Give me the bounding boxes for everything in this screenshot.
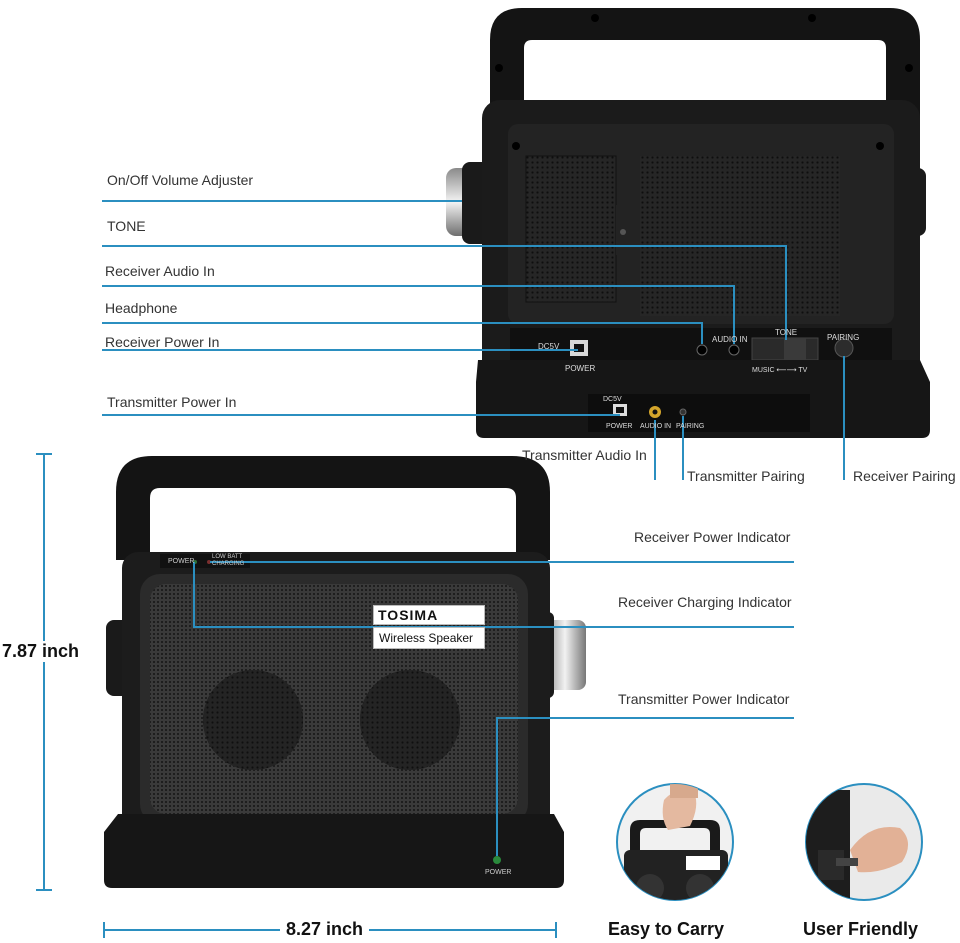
back-power-label: POWER bbox=[565, 364, 596, 373]
width-dimension-label: 8.27 inch bbox=[280, 919, 370, 940]
front-power-label: POWER bbox=[168, 558, 195, 565]
callout-headphone: Headphone bbox=[105, 300, 178, 316]
front-charging-label: CHARGING bbox=[212, 561, 245, 567]
back-audio-in-label: AUDIO IN bbox=[712, 335, 748, 344]
front-view-speaker bbox=[104, 456, 586, 888]
back-view-speaker bbox=[446, 8, 930, 438]
user-friendly-caption: User Friendly bbox=[803, 919, 919, 939]
back-pairing-label: PAIRING bbox=[827, 333, 860, 342]
callout-receiver-power-in: Receiver Power In bbox=[105, 334, 220, 350]
easy-to-carry-caption: Easy to Carry bbox=[608, 919, 725, 939]
back-tone-label: TONE bbox=[775, 328, 798, 337]
base-dc5v-label: DC5V bbox=[603, 396, 622, 403]
easy-carry-photo bbox=[616, 783, 734, 901]
base-audio-in-label: AUDIO IN bbox=[640, 423, 672, 430]
callout-receiver-audio-in: Receiver Audio In bbox=[105, 263, 215, 279]
brand-logo: TOSIMA bbox=[373, 605, 485, 625]
callout-receiver-power-indicator: Receiver Power Indicator bbox=[634, 529, 791, 545]
front-lowbatt-label: LOW BATT bbox=[212, 554, 243, 560]
callout-transmitter-power-indicator: Transmitter Power Indicator bbox=[618, 691, 790, 707]
base-power-label: POWER bbox=[606, 423, 633, 430]
callout-lines bbox=[36, 200, 845, 938]
back-tone-scale-label: MUSIC ⟵⟶ TV bbox=[752, 367, 808, 374]
callout-receiver-charging-indicator: Receiver Charging Indicator bbox=[618, 594, 792, 610]
callout-volume-adjuster: On/Off Volume Adjuster bbox=[107, 172, 254, 188]
product-model-label: Wireless Speaker bbox=[373, 627, 485, 649]
callout-transmitter-audio-in: Transmitter Audio In bbox=[522, 447, 647, 463]
base-pairing-label: PAIRING bbox=[676, 423, 705, 430]
back-dc5v-label: DC5V bbox=[538, 342, 560, 351]
callout-transmitter-pairing: Transmitter Pairing bbox=[687, 468, 805, 484]
callout-receiver-pairing: Receiver Pairing bbox=[853, 468, 956, 484]
user-friendly-photo bbox=[805, 783, 923, 901]
front-base-power-label: POWER bbox=[485, 869, 512, 876]
height-dimension-label: 7.87 inch bbox=[2, 641, 80, 662]
callout-tone: TONE bbox=[107, 218, 146, 234]
callout-transmitter-power-in: Transmitter Power In bbox=[107, 394, 237, 410]
